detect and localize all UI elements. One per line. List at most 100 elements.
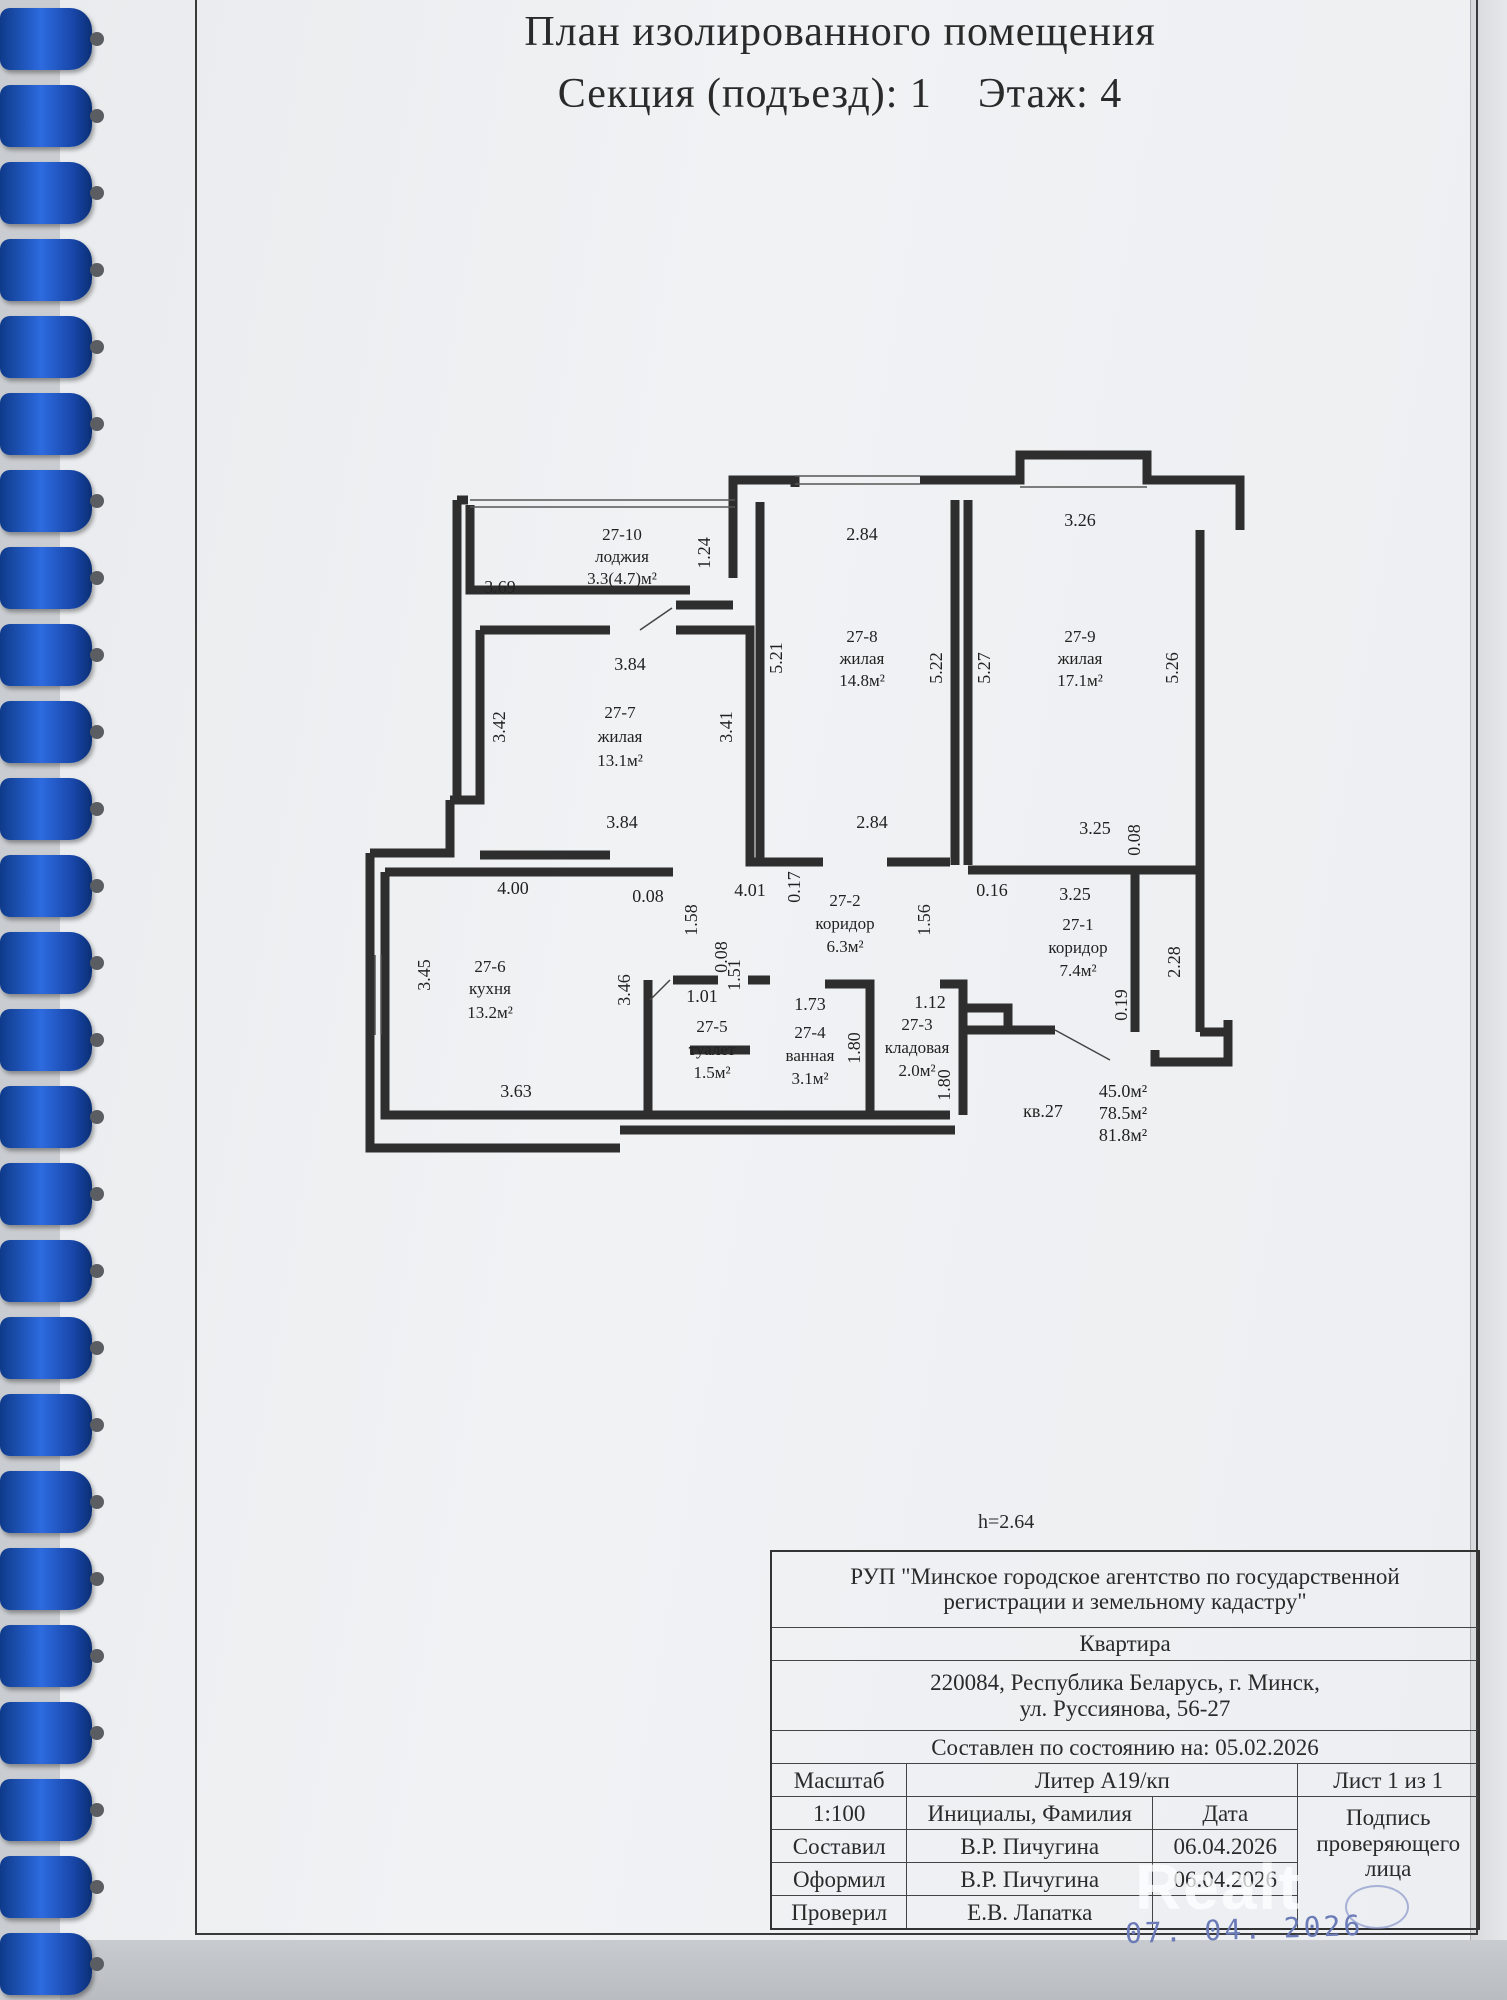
svg-text:3.25: 3.25 xyxy=(1079,818,1111,838)
binding-hole xyxy=(90,1187,104,1201)
svg-text:3.46: 3.46 xyxy=(614,974,634,1006)
binding-coil xyxy=(0,1394,92,1456)
walls xyxy=(365,450,1245,1153)
binding-coil xyxy=(0,1625,92,1687)
stamp-row2-role: Оформил xyxy=(770,1862,908,1897)
binding-hole xyxy=(90,1110,104,1124)
area-summary: кв.27 45.0м² 78.5м² 81.8м² xyxy=(1023,1081,1147,1145)
door-swings xyxy=(639,607,1111,1061)
binding-coil xyxy=(0,624,92,686)
living-area: 45.0м² xyxy=(1099,1081,1147,1101)
room-type-27-6: кухня xyxy=(469,979,511,998)
room-id-27-10: 27-10 xyxy=(602,525,642,544)
room-id-27-4: 27-4 xyxy=(794,1023,826,1042)
binding-hole xyxy=(90,186,104,200)
title-block: РУП "Минское городское агентство по госу… xyxy=(770,1550,1480,1930)
room-type-27-2: коридор xyxy=(815,914,874,933)
svg-text:3.26: 3.26 xyxy=(1064,510,1096,530)
svg-text:3.45: 3.45 xyxy=(414,959,434,991)
stamp-col-date: Дата xyxy=(1152,1796,1299,1831)
stamp-object: Квартира xyxy=(770,1626,1480,1661)
room-type-27-1: коридор xyxy=(1048,938,1107,957)
svg-text:1.80: 1.80 xyxy=(844,1032,864,1064)
room-labels: 27-10 лоджия 3.3(4.7)м² 27-8 жилая 14.8м… xyxy=(467,525,1107,1088)
stamp-col-name: Инициалы, Фамилия xyxy=(906,1796,1154,1831)
room-id-27-5: 27-5 xyxy=(696,1017,727,1036)
room-area-27-8: 14.8м² xyxy=(839,671,885,690)
svg-text:1.01: 1.01 xyxy=(686,986,718,1006)
desk-edge xyxy=(60,1940,1507,2000)
room-area-27-3: 2.0м² xyxy=(898,1061,935,1080)
svg-text:1.56: 1.56 xyxy=(914,904,934,936)
binding-hole xyxy=(90,1649,104,1663)
room-id-27-8: 27-8 xyxy=(846,627,877,646)
binding-hole xyxy=(90,1033,104,1047)
binding-coil xyxy=(0,1856,92,1918)
binding-coil xyxy=(0,1240,92,1302)
room-id-27-1: 27-1 xyxy=(1062,915,1093,934)
binding-coil xyxy=(0,8,92,70)
room-type-27-10: лоджия xyxy=(595,547,649,566)
binding-hole xyxy=(90,417,104,431)
binding-hole xyxy=(90,879,104,893)
room-area-27-10: 3.3(4.7)м² xyxy=(587,569,657,588)
binding-coil xyxy=(0,1009,92,1071)
binding-hole xyxy=(90,263,104,277)
svg-text:0.08: 0.08 xyxy=(711,941,731,973)
binding-coil xyxy=(0,239,92,301)
stamp-row1-name: В.Р. Пичугина xyxy=(906,1829,1154,1864)
svg-text:5.21: 5.21 xyxy=(766,642,786,674)
binding-hole xyxy=(90,1418,104,1432)
dimension-labels: 3.69 1.24 2.84 3.26 3.84 5.21 5.22 5.27 … xyxy=(414,510,1184,1101)
svg-text:0.16: 0.16 xyxy=(976,880,1008,900)
room-type-27-9: жилая xyxy=(1057,649,1103,668)
room-area-27-1: 7.4м² xyxy=(1059,961,1096,980)
svg-text:4.00: 4.00 xyxy=(497,878,529,898)
stamp-row3-role: Проверил xyxy=(770,1895,908,1930)
binding-hole xyxy=(90,1726,104,1740)
stamp-organization: РУП "Минское городское агентство по госу… xyxy=(770,1550,1480,1628)
binding-hole xyxy=(90,802,104,816)
svg-text:3.84: 3.84 xyxy=(614,654,646,674)
binding-coil xyxy=(0,855,92,917)
room-type-27-8: жилая xyxy=(839,649,885,668)
stamp-row2-name: В.Р. Пичугина xyxy=(906,1862,1154,1897)
svg-text:0.17: 0.17 xyxy=(784,871,804,903)
room-type-27-7: жилая xyxy=(597,727,643,746)
ceiling-height: h=2.64 xyxy=(978,1511,1035,1533)
binding-coil xyxy=(0,1086,92,1148)
binding-coil xyxy=(0,393,92,455)
binding-coil xyxy=(0,1317,92,1379)
binding-coil xyxy=(0,316,92,378)
room-id-27-2: 27-2 xyxy=(829,891,860,910)
room-area-27-4: 3.1м² xyxy=(791,1069,828,1088)
svg-text:1.73: 1.73 xyxy=(794,994,826,1014)
svg-text:1.24: 1.24 xyxy=(694,537,714,569)
stamp-state-date: Составлен по состоянию на: 05.02.2026 xyxy=(770,1730,1480,1765)
room-id-27-7: 27-7 xyxy=(604,703,636,722)
room-type-27-5: туалет xyxy=(689,1040,736,1059)
svg-text:3.42: 3.42 xyxy=(489,711,509,743)
document-title: План изолированного помещения xyxy=(524,9,1156,55)
svg-text:3.25: 3.25 xyxy=(1059,884,1091,904)
binding-hole xyxy=(90,1880,104,1894)
total-area: 78.5м² xyxy=(1099,1103,1147,1123)
spiral-binding xyxy=(0,0,104,2000)
binding-coil xyxy=(0,470,92,532)
svg-text:1.12: 1.12 xyxy=(914,992,946,1012)
svg-text:0.08: 0.08 xyxy=(1124,824,1144,856)
binding-hole xyxy=(90,1803,104,1817)
seal-mark xyxy=(1345,1885,1409,1929)
svg-text:5.22: 5.22 xyxy=(926,652,946,684)
stamp-row3-name: Е.В. Лапатка xyxy=(906,1895,1154,1930)
svg-text:1.80: 1.80 xyxy=(934,1069,954,1101)
realt-watermark: Realt xyxy=(1135,1851,1302,1923)
svg-text:1.58: 1.58 xyxy=(681,904,701,936)
room-type-27-3: кладовая xyxy=(885,1038,950,1057)
binding-hole xyxy=(90,1264,104,1278)
binding-coil xyxy=(0,1163,92,1225)
svg-text:3.84: 3.84 xyxy=(606,812,638,832)
binding-hole xyxy=(90,648,104,662)
binding-hole xyxy=(90,32,104,46)
stamp-scale-label: Масштаб xyxy=(770,1763,908,1798)
